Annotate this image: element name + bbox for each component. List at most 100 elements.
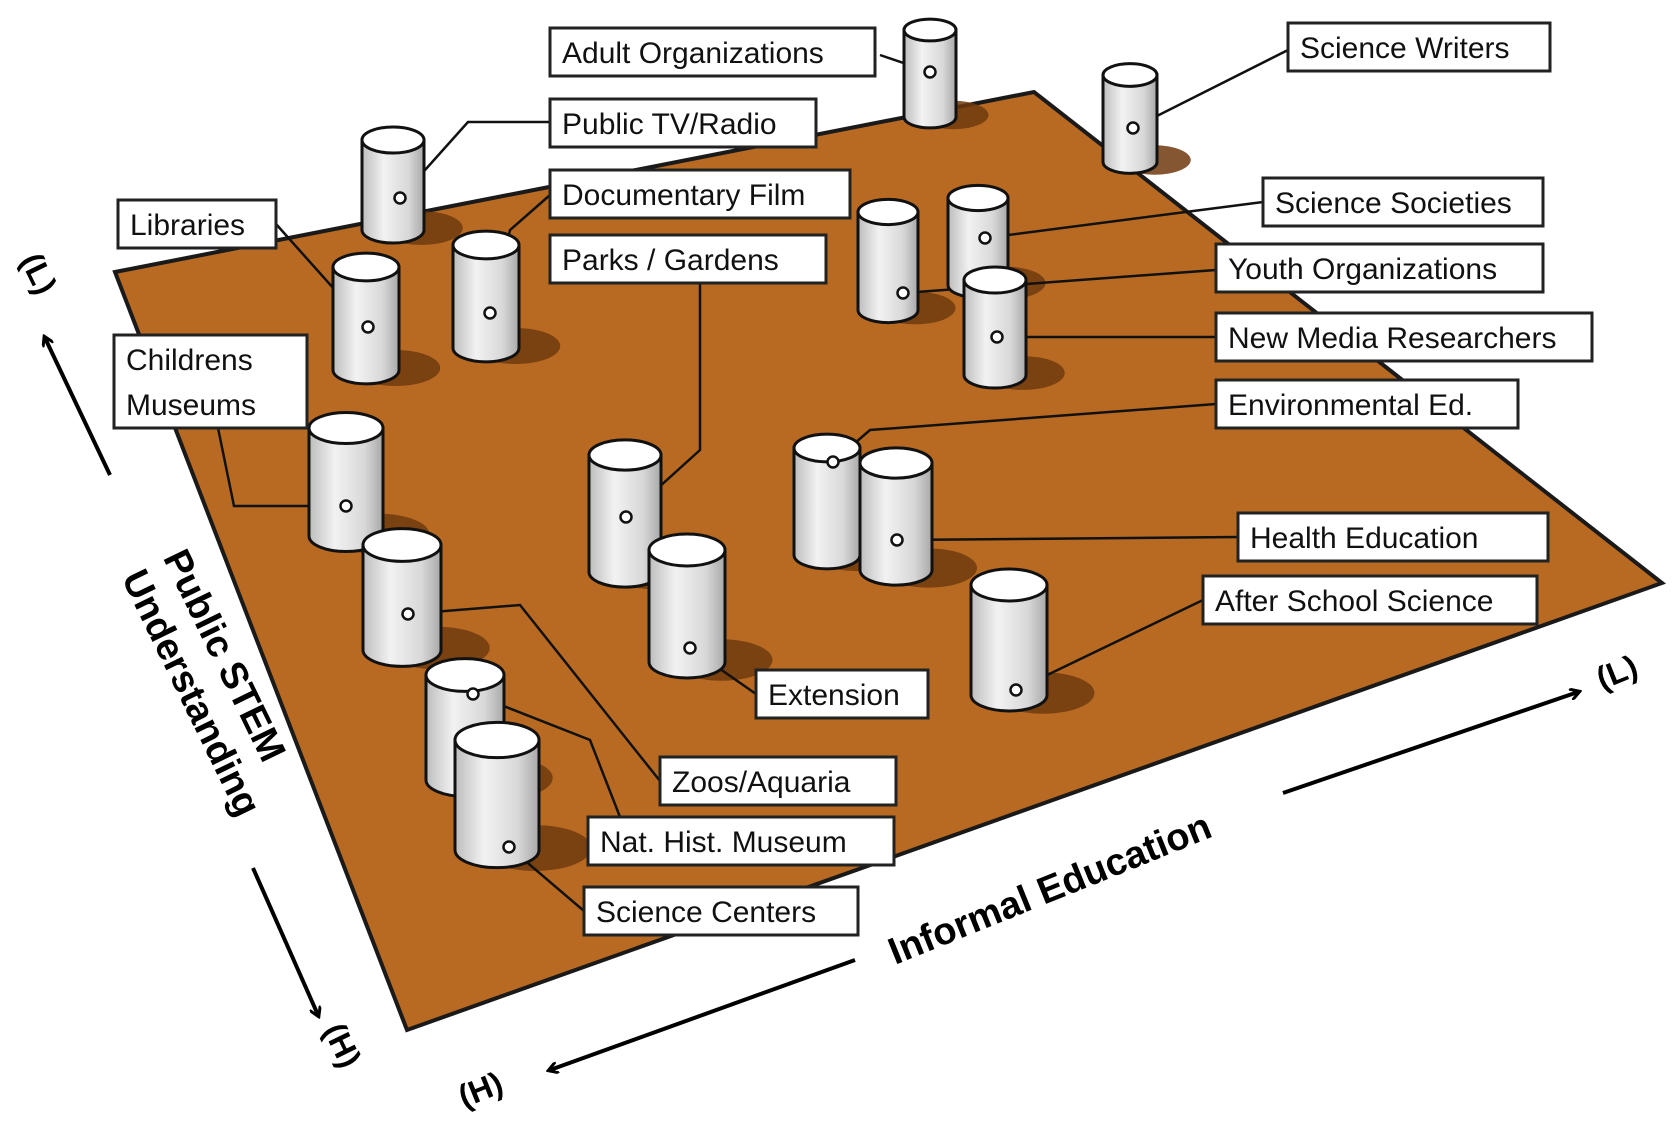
nat-hist-museum-label: Nat. Hist. Museum xyxy=(600,826,847,859)
health-education-cylinder xyxy=(858,446,934,587)
childrens-museums-label-box xyxy=(112,333,309,430)
public-tv-radio-label: Public TV/Radio xyxy=(562,108,777,141)
youth-organizations-label: Youth Organizations xyxy=(1228,253,1497,286)
youth-organizations-dot xyxy=(896,286,910,300)
documentary-film-cylinder xyxy=(451,229,521,364)
environmental-ed-dot xyxy=(826,455,840,469)
horizontal-axis-high-tick: (H) xyxy=(453,1064,508,1114)
health-education-cylinder-top xyxy=(858,446,934,480)
adult-organizations-label: Adult Organizations xyxy=(562,37,824,70)
cylinder-dots xyxy=(339,65,1140,854)
health-education-cylinder-body xyxy=(858,461,934,587)
youth-organizations-cylinder-body xyxy=(856,210,920,325)
public-tv-radio-cylinder xyxy=(360,125,426,245)
public-tv-radio-dot xyxy=(393,191,407,205)
vertical-axis-arrow-down xyxy=(251,867,318,1015)
zoos-aquaria-label-box xyxy=(658,755,898,807)
after-school-science-cylinder-body xyxy=(969,583,1049,713)
parks-gardens-label: Parks / Gardens xyxy=(562,244,779,277)
new-media-researchers-label: New Media Researchers xyxy=(1228,322,1556,355)
nat-hist-museum-dot xyxy=(466,687,480,701)
after-school-science-label-box xyxy=(1201,574,1539,626)
public-tv-radio-cylinder-top xyxy=(360,125,426,155)
science-societies-label: Science Societies xyxy=(1275,187,1512,220)
documentary-film-cylinder-top xyxy=(451,229,521,261)
childrens-museums-label-line2: Museums xyxy=(126,389,256,422)
parks-gardens-cylinder-top xyxy=(587,438,663,472)
labels: Adult Organizations Science WritersPublic… xyxy=(112,21,1594,937)
documentary-film-label: Documentary Film xyxy=(562,179,805,212)
science-writers-dot xyxy=(1126,121,1140,135)
after-school-science-label: After School Science xyxy=(1215,585,1493,618)
health-education-leader-line xyxy=(896,535,1239,542)
after-school-science-dot xyxy=(1009,683,1023,697)
documentary-film-dot xyxy=(483,306,497,320)
zoos-aquaria-cylinder-body xyxy=(361,543,443,668)
parks-gardens-dot xyxy=(619,510,633,524)
childrens-museums-label-line1: Childrens xyxy=(126,344,253,377)
libraries-cylinder-top xyxy=(331,251,401,283)
adult-organizations-cylinder xyxy=(902,17,958,130)
science-writers-cylinder xyxy=(1101,62,1159,175)
documentary-film-label-box xyxy=(548,168,852,220)
parks-gardens-label-box xyxy=(548,233,828,285)
science-centers-label-box xyxy=(582,885,860,937)
environmental-ed-cylinder xyxy=(792,432,862,571)
environmental-ed-cylinder-top xyxy=(792,432,862,464)
public-tv-radio-label-box xyxy=(548,97,818,149)
extension-cylinder xyxy=(647,532,727,680)
childrens-museums-cylinder xyxy=(307,410,385,554)
science-centers-cylinder-top xyxy=(453,720,541,760)
new-media-researchers-label-box xyxy=(1214,311,1594,363)
health-education-dot xyxy=(890,533,904,547)
youth-organizations-cylinder-top xyxy=(856,197,920,227)
childrens-museums-dot xyxy=(339,499,353,513)
libraries-label: Libraries xyxy=(130,209,245,242)
vertical-axis-low-tick: (L) xyxy=(14,247,64,300)
new-media-researchers-dot xyxy=(990,330,1004,344)
health-education-label-box xyxy=(1236,511,1550,563)
zoos-aquaria-cylinder-top xyxy=(361,527,443,563)
nat-hist-museum-leader-line xyxy=(472,692,622,818)
youth-organizations-cylinder xyxy=(856,197,920,325)
zoos-aquaria-leader-line xyxy=(407,603,661,782)
childrens-museums-cylinder-top xyxy=(307,410,385,446)
environmental-ed-cylinder-body xyxy=(792,446,862,571)
science-societies-dot xyxy=(978,231,992,245)
science-centers-cylinder-body xyxy=(453,738,541,870)
science-writers-label-box xyxy=(1286,21,1552,73)
extension-cylinder-top xyxy=(647,532,727,568)
science-centers-cylinder xyxy=(453,720,541,870)
libraries-label-box xyxy=(116,198,278,250)
public-tv-radio-cylinder-body xyxy=(360,138,426,245)
science-centers-dot xyxy=(502,840,516,854)
zoos-aquaria-label: Zoos/Aquaria xyxy=(672,766,851,799)
extension-label: Extension xyxy=(768,679,900,712)
science-societies-cylinder-top xyxy=(946,183,1010,213)
science-writers-label: Science Writers xyxy=(1300,32,1510,65)
extension-cylinder-body xyxy=(647,548,727,680)
environmental-ed-label-box xyxy=(1214,378,1520,430)
after-school-science-cylinder-top xyxy=(969,567,1049,603)
horizontal-axis-low-tick: (L) xyxy=(1591,648,1642,697)
documentary-film-cylinder-body xyxy=(451,243,521,364)
horizontal-axis-arrow-right xyxy=(1282,692,1578,795)
adult-organizations-label-box xyxy=(548,26,877,78)
extension-dot xyxy=(683,641,697,655)
libraries-dot xyxy=(361,320,375,334)
nat-hist-museum-label-box xyxy=(586,815,896,867)
new-media-researchers-cylinder xyxy=(962,265,1028,390)
vertical-axis-high-tick: (H) xyxy=(317,1017,369,1073)
science-writers-cylinder-top xyxy=(1101,62,1159,88)
vertical-axis-arrow-up xyxy=(45,338,112,476)
science-centers-label: Science Centers xyxy=(596,896,816,929)
science-societies-label-box xyxy=(1261,176,1545,228)
health-education-label: Health Education xyxy=(1250,522,1479,555)
environmental-ed-label: Environmental Ed. xyxy=(1228,389,1473,422)
nat-hist-museum-cylinder-top xyxy=(424,657,506,693)
zoos-aquaria-dot xyxy=(401,607,415,621)
adult-organizations-dot xyxy=(923,65,937,79)
extension-label-box xyxy=(754,668,930,720)
science-writers-leader-line xyxy=(1132,48,1289,130)
